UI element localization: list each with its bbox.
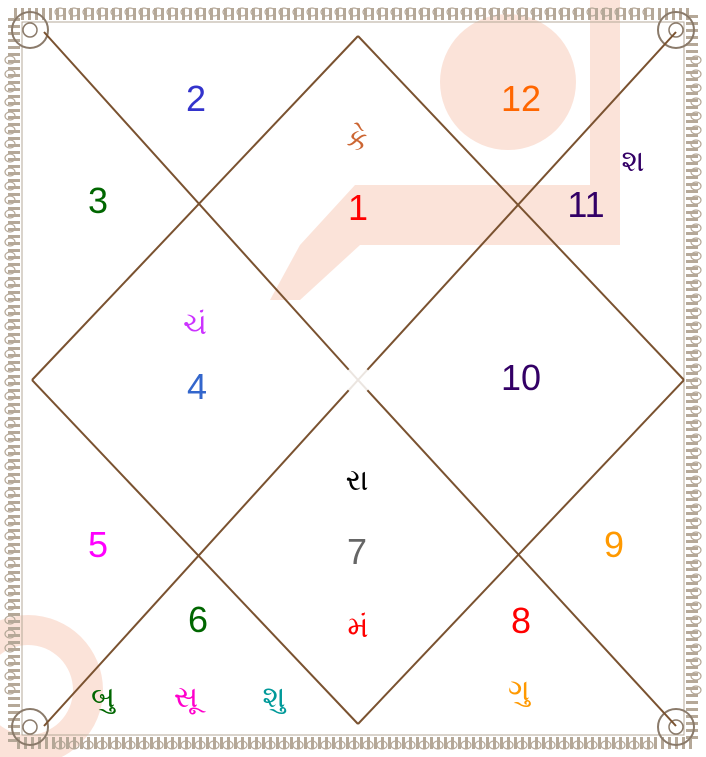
planet-surya: સૂ	[174, 683, 198, 713]
planet-rahu: રા	[346, 466, 369, 496]
house-number-7: 7	[347, 534, 367, 570]
house-number-1: 1	[348, 190, 368, 226]
planet-budh: બુ	[91, 683, 115, 713]
house-number-6: 6	[188, 602, 208, 638]
planet-ketu: કે	[346, 126, 367, 156]
house-number-2: 2	[186, 81, 206, 117]
planet-chandra: ચં	[183, 310, 207, 340]
house-number-10: 10	[501, 360, 541, 396]
planet-shukra: શુ	[262, 683, 285, 713]
planet-shani: શ	[621, 147, 644, 177]
planet-guru: ગુ	[508, 676, 530, 706]
house-number-4: 4	[187, 369, 207, 405]
house-number-9: 9	[604, 527, 624, 563]
corner-flourish-inner	[23, 23, 37, 37]
planet-mangal: મં	[347, 613, 368, 643]
house-number-8: 8	[511, 603, 531, 639]
house-number-3: 3	[88, 183, 108, 219]
house-number-11: 11	[567, 187, 604, 223]
house-number-5: 5	[88, 527, 108, 563]
corner-flourish-inner	[669, 23, 683, 37]
center-glow	[344, 366, 372, 394]
house-number-12: 12	[501, 81, 541, 117]
